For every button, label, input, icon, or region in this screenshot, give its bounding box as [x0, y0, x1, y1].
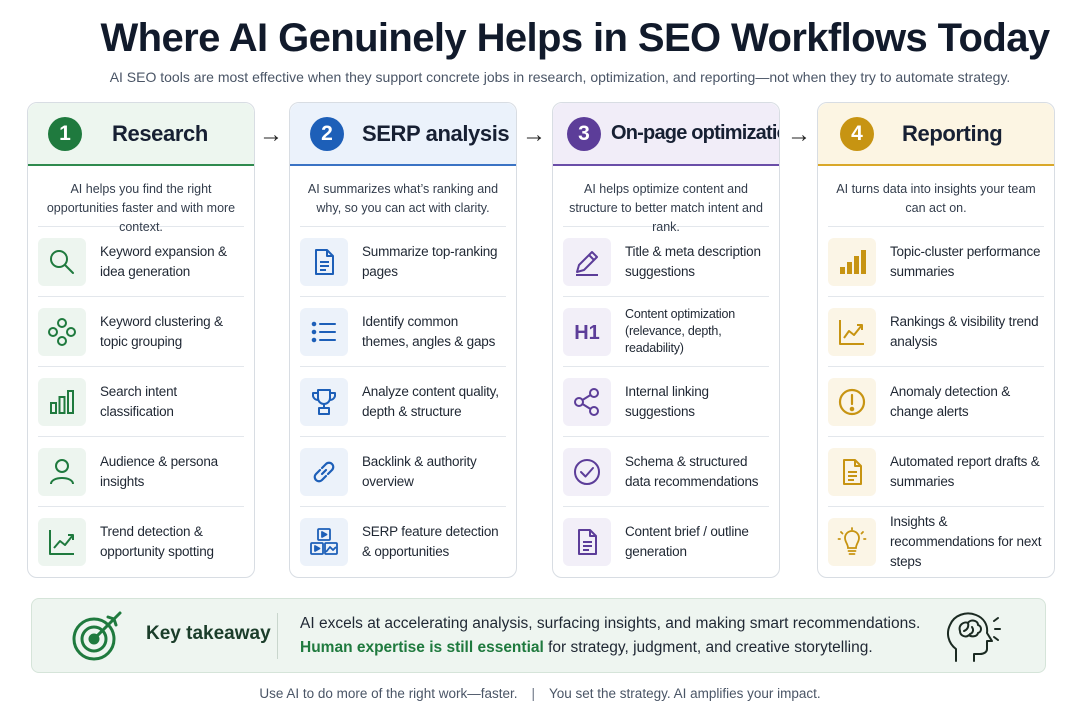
bulb-icon: [828, 517, 876, 566]
list-item: Search intent classification: [38, 366, 244, 436]
item-label: Keyword expansion & idea generation: [100, 243, 227, 279]
column-title: On-page optimization: [611, 122, 779, 144]
step-number: 1: [48, 116, 82, 151]
line-chart-icon: [828, 307, 876, 356]
item-label: Schema & structured data recommendations: [625, 453, 759, 489]
item-label: Topic-cluster performance summaries: [890, 243, 1041, 279]
column-on-page-optimization: 3 On-page optimization AI helps optimize…: [552, 102, 780, 578]
link-icon: [300, 447, 348, 496]
h1-icon: H1: [563, 307, 611, 356]
list-icon: [300, 307, 348, 356]
trend-icon: [38, 517, 86, 566]
list-item: Title & meta description suggestions: [563, 226, 769, 296]
list-item: Anomaly detection & change alerts: [828, 366, 1044, 436]
footer-tagline: Use AI to do more of the right work—fast…: [0, 686, 1080, 701]
flow-arrow-icon: →: [787, 121, 811, 148]
list-item: Topic-cluster performance summaries: [828, 226, 1044, 296]
column-reporting: 4 Reporting AI turns data into insights …: [817, 102, 1055, 578]
list-item: Trend detection & opportunity spotting: [38, 506, 244, 576]
step-number: 2: [310, 116, 344, 151]
column-header: 3 On-page optimization: [553, 103, 779, 166]
column-serp-analysis: 2 SERP analysis AI summarizes what’s ran…: [289, 102, 517, 578]
list-item: Backlink & authority overview: [300, 436, 506, 506]
column-title: SERP analysis: [362, 120, 510, 146]
list-item: Internal linking suggestions: [563, 366, 769, 436]
list-item: Insights & recommendations for next step…: [828, 506, 1044, 576]
nodes-icon: [563, 377, 611, 426]
person-icon: [38, 447, 86, 496]
takeaway-line-2-rest: for strategy, judgment, and creative sto…: [543, 639, 873, 656]
item-label: Keyword clustering & topic grouping: [100, 313, 223, 349]
page-subtitle: AI SEO tools are most effective when the…: [109, 69, 1011, 85]
item-label: Title & meta description suggestions: [625, 243, 761, 279]
column-header: 4 Reporting: [818, 103, 1054, 166]
item-label: Content optimization (relevance, depth, …: [625, 307, 735, 355]
bar-chart-icon: [38, 377, 86, 426]
flow-arrow-icon: →: [522, 121, 546, 148]
takeaway-emphasis: Human expertise is still essential: [300, 639, 544, 656]
list-item: Schema & structured data recommendations: [563, 436, 769, 506]
takeaway-divider: [277, 613, 278, 659]
flow-arrow-icon: →: [259, 121, 283, 148]
list-item: Keyword expansion & idea generation: [38, 226, 244, 296]
list-item: Audience & persona insights: [38, 436, 244, 506]
list-item: Summarize top-ranking pages: [300, 226, 506, 296]
item-label: Internal linking suggestions: [625, 383, 709, 419]
item-label: Rankings & visibility trend analysis: [890, 313, 1039, 349]
item-label: Identify common themes, angles & gaps: [362, 313, 496, 349]
alert-icon: [828, 377, 876, 426]
footer-separator: |: [531, 686, 535, 701]
list-item: Rankings & visibility trend analysis: [828, 296, 1044, 366]
takeaway-label: Key takeaway: [146, 623, 271, 644]
brain-head-icon: [942, 607, 1004, 665]
item-label: Trend detection & opportunity spotting: [100, 523, 214, 559]
list-item: SERP feature detection & opportunities: [300, 506, 506, 576]
footer-left: Use AI to do more of the right work—fast…: [259, 686, 518, 701]
column-description: AI summarizes what’s ranking and why, so…: [307, 182, 499, 215]
item-label: Automated report drafts & summaries: [890, 453, 1040, 489]
list-item: Content brief / outline generation: [563, 506, 769, 576]
column-research: 1 Research AI helps you find the right o…: [27, 102, 255, 578]
step-number: 3: [567, 116, 601, 151]
step-number: 4: [840, 116, 874, 151]
key-takeaway-banner: Key takeaway AI excels at accelerating a…: [31, 598, 1046, 673]
column-description: AI helps optimize content and structure …: [569, 182, 763, 234]
takeaway-line-1: AI excels at accelerating analysis, surf…: [300, 615, 921, 632]
svg-text:H1: H1: [574, 322, 600, 344]
magnifier-icon: [38, 237, 86, 286]
bars-icon: [828, 237, 876, 286]
list-item: Analyze content quality, depth & structu…: [300, 366, 506, 436]
list-item: H1 Content optimization (relevance, dept…: [563, 296, 769, 366]
item-label: SERP feature detection & opportunities: [362, 523, 499, 559]
item-label: Search intent classification: [100, 383, 177, 419]
list-item: Identify common themes, angles & gaps: [300, 296, 506, 366]
trophy-icon: [300, 377, 348, 426]
column-description: AI helps you find the right opportunitie…: [46, 182, 236, 234]
list-item: Keyword clustering & topic grouping: [38, 296, 244, 366]
brief-icon: [563, 517, 611, 566]
report-icon: [828, 447, 876, 496]
item-label: Anomaly detection & change alerts: [890, 383, 1011, 419]
page-title: Where AI Genuinely Helps in SEO Workflow…: [100, 16, 1050, 60]
takeaway-line-2: Human expertise is still essential for s…: [300, 639, 873, 657]
media-icon: [300, 517, 348, 566]
item-label: Content brief / outline generation: [625, 523, 749, 559]
column-title: Reporting: [902, 120, 1003, 146]
cluster-icon: [38, 307, 86, 356]
item-label: Backlink & authority overview: [362, 453, 477, 489]
column-description: AI turns data into insights your team ca…: [836, 182, 1036, 215]
item-label: Summarize top-ranking pages: [362, 243, 498, 279]
check-circle-icon: [563, 447, 611, 496]
item-label: Audience & persona insights: [100, 453, 218, 489]
target-icon: [70, 609, 124, 663]
list-item: Automated report drafts & summaries: [828, 436, 1044, 506]
footer-right: You set the strategy. AI amplifies your …: [549, 686, 821, 701]
column-title: Research: [112, 120, 208, 146]
item-label: Analyze content quality, depth & structu…: [362, 383, 499, 419]
column-header: 1 Research: [28, 103, 254, 166]
document-icon: [300, 237, 348, 286]
column-header: 2 SERP analysis: [290, 103, 516, 166]
pencil-icon: [563, 237, 611, 286]
item-label: Insights & recommendations for next step…: [890, 513, 1042, 569]
